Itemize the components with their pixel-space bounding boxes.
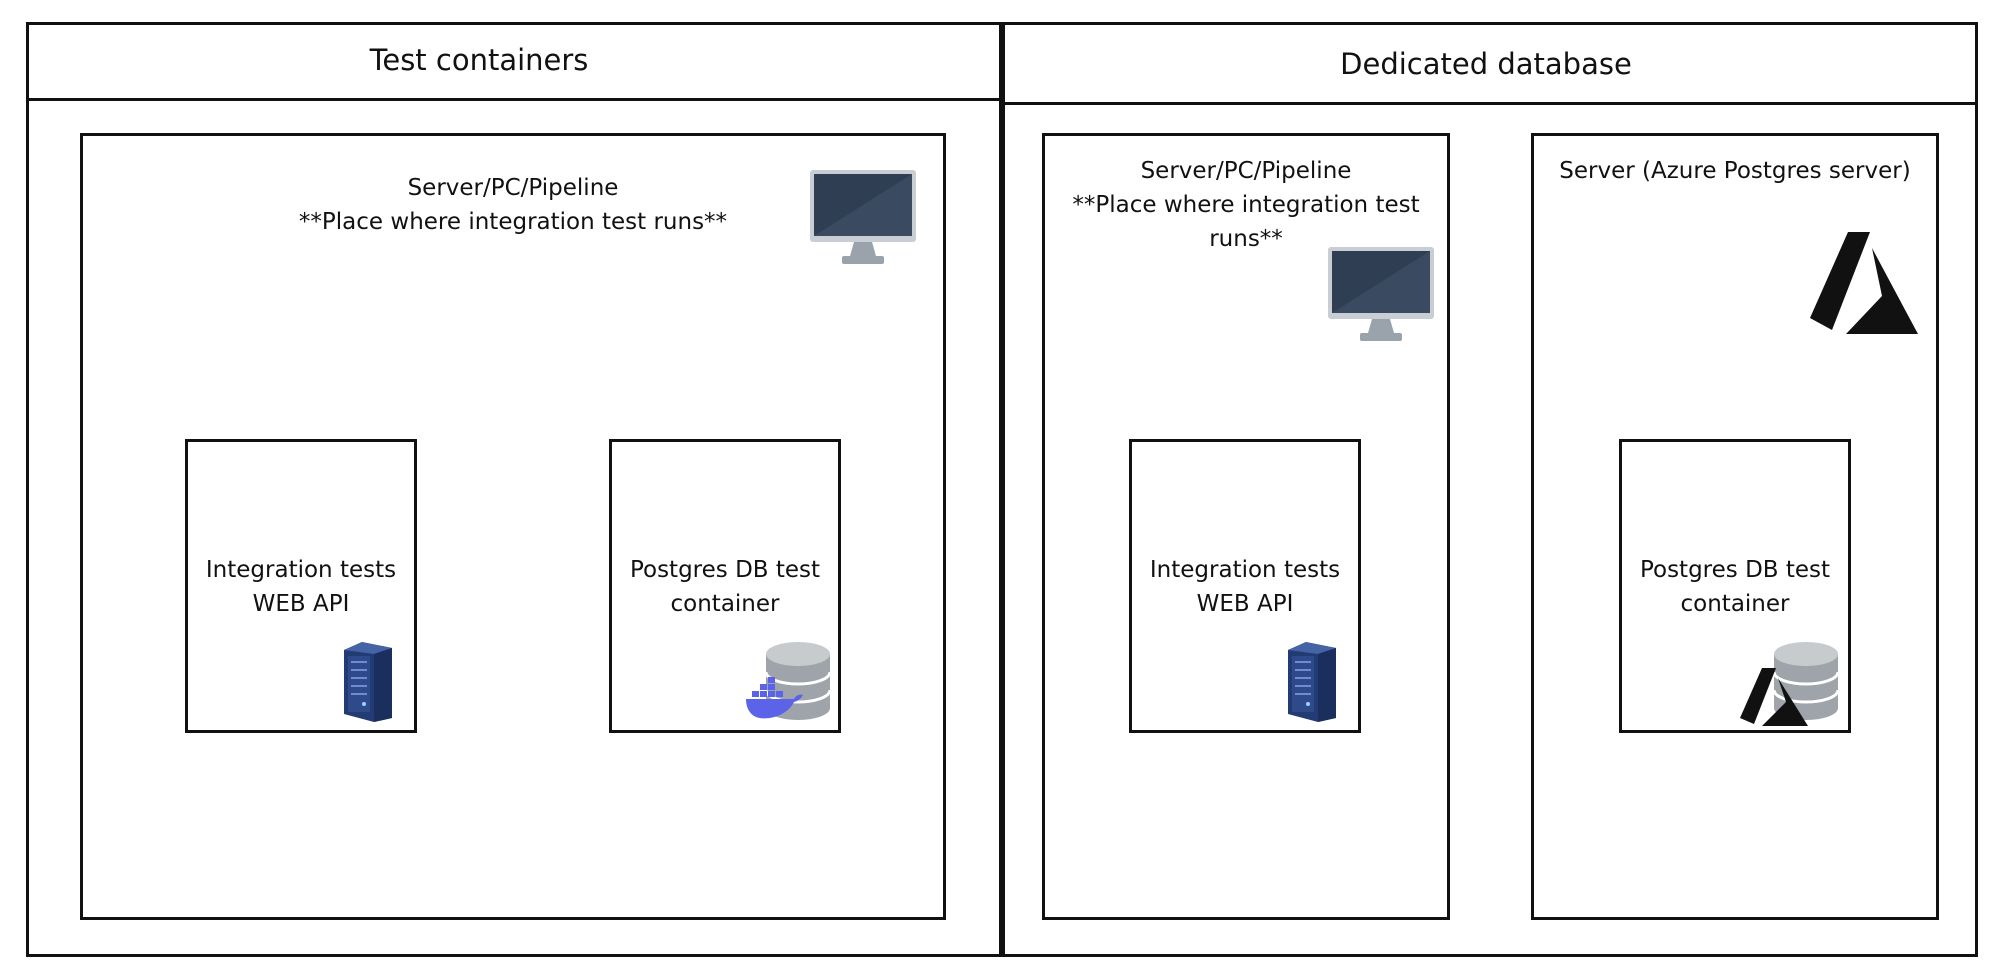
component-label-integration-tests-left: Integration tests WEB API — [188, 553, 414, 621]
azure-logo-icon — [1808, 230, 1920, 336]
host-title-right-line2: **Place where integration test — [1072, 192, 1420, 218]
component-label-integration-tests-right: Integration tests WEB API — [1132, 553, 1358, 621]
panel-test-containers — [26, 22, 1002, 957]
host-title-left-line1: Server/PC/Pipeline — [407, 175, 619, 201]
host-title-right: Server/PC/Pipeline **Place where integra… — [1045, 154, 1447, 256]
component-label-postgres-left: Postgres DB test container — [612, 553, 838, 621]
host-title-right-line3: runs** — [1209, 226, 1283, 252]
panel-divider-right — [1005, 102, 1975, 105]
panel-divider-left — [29, 98, 999, 101]
panel-dedicated-database — [1002, 22, 1978, 957]
component-label-line2: container — [670, 591, 780, 617]
monitor-icon — [1326, 245, 1436, 343]
component-label-line2: container — [1680, 591, 1790, 617]
docker-database-icon — [744, 640, 834, 724]
host-title-left: Server/PC/Pipeline **Place where integra… — [240, 171, 786, 239]
component-label-line1: Postgres DB test — [629, 557, 821, 583]
azure-database-icon — [1740, 640, 1842, 728]
server-title-azure: Server (Azure Postgres server) — [1559, 158, 1911, 184]
server-rack-icon — [1284, 640, 1338, 724]
component-label-postgres-right: Postgres DB test container — [1622, 553, 1848, 621]
host-title-right-line1: Server/PC/Pipeline — [1140, 158, 1352, 184]
component-label-line2: WEB API — [1196, 591, 1294, 617]
server-rack-icon — [340, 640, 394, 724]
component-label-line1: Integration tests — [205, 557, 397, 583]
component-label-line2: WEB API — [252, 591, 350, 617]
panel-title-dedicated-database: Dedicated database — [1340, 47, 1632, 81]
host-title-left-line2: **Place where integration test runs** — [298, 209, 728, 235]
component-label-line1: Postgres DB test — [1639, 557, 1831, 583]
panel-title-test-containers: Test containers — [369, 43, 589, 77]
monitor-icon — [808, 168, 918, 266]
component-label-line1: Integration tests — [1149, 557, 1341, 583]
